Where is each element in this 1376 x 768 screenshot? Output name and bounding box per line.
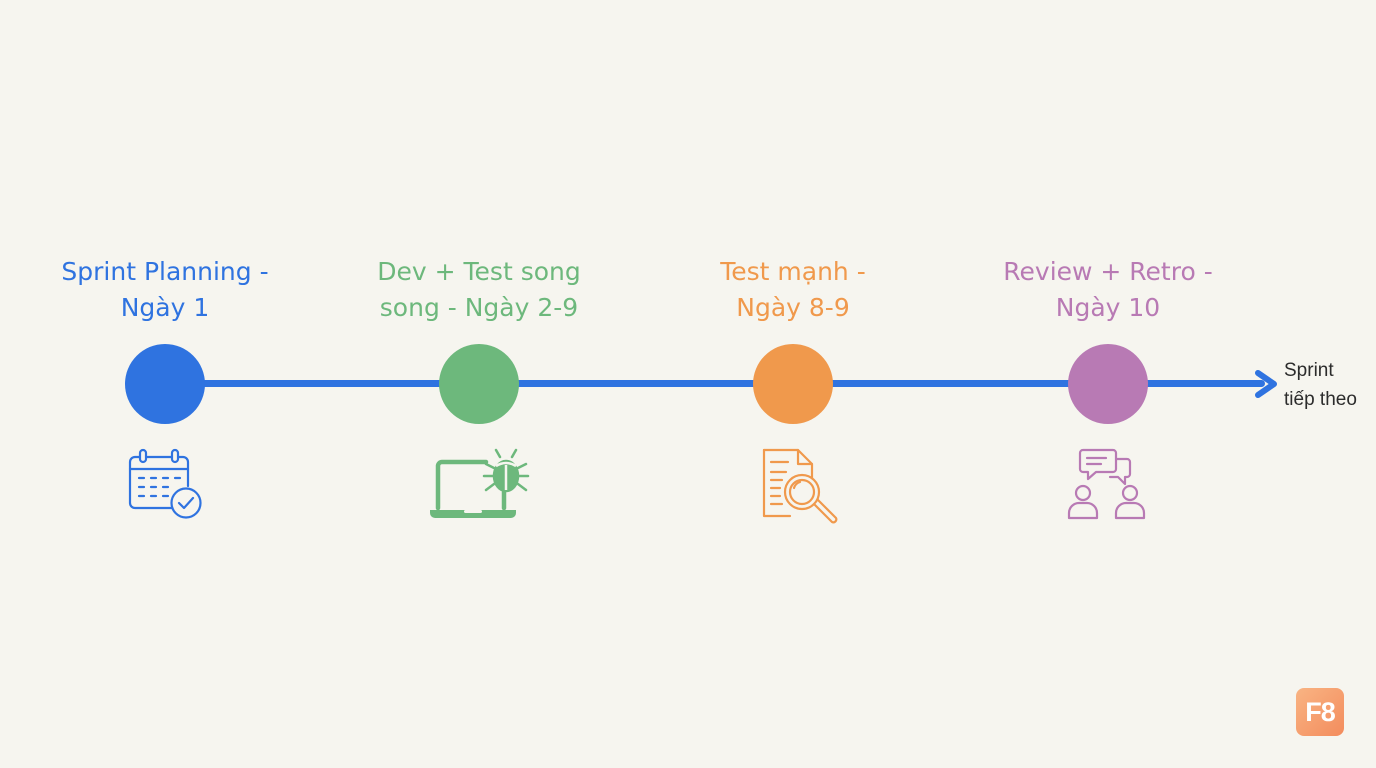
- stage-4-title-line-1: Review + Retro -: [1003, 257, 1213, 286]
- stage-2-title: Dev + Test song song - Ngày 2-9: [354, 254, 604, 326]
- stage-1-title-line-2: Ngày 1: [120, 293, 210, 322]
- stage-3-title-line-2: Ngày 8-9: [736, 293, 850, 322]
- stage-4-title: Review + Retro - Ngày 10: [983, 254, 1233, 326]
- arrow-head-icon: [1255, 370, 1277, 398]
- next-sprint-label-line-1: Sprint: [1284, 360, 1334, 381]
- stage-3-title-line-1: Test mạnh -: [720, 257, 866, 286]
- next-sprint-label-line-2: tiếp theo: [1284, 389, 1357, 410]
- people-chat-icon: [1067, 448, 1146, 520]
- stage-3-title: Test mạnh - Ngày 8-9: [668, 254, 918, 326]
- stage-1-node: [125, 344, 205, 424]
- next-sprint-label: Sprint tiếp theo: [1284, 356, 1376, 414]
- f8-logo: F8: [1296, 688, 1344, 736]
- stage-2-node: [439, 344, 519, 424]
- stage-2-title-line-1: Dev + Test song: [377, 257, 581, 286]
- stage-4-title-line-2: Ngày 10: [1055, 293, 1161, 322]
- stage-2-title-line-2: song - Ngày 2-9: [379, 293, 579, 322]
- stage-1-title-line-1: Sprint Planning -: [61, 257, 269, 286]
- stage-3-node: [753, 344, 833, 424]
- stage-4-node: [1068, 344, 1148, 424]
- laptop-bug-icon: [430, 448, 530, 518]
- timeline-line: [165, 380, 1265, 387]
- document-search-icon: [762, 448, 838, 524]
- stage-1-title: Sprint Planning - Ngày 1: [40, 254, 290, 326]
- calendar-check-icon: [128, 448, 202, 519]
